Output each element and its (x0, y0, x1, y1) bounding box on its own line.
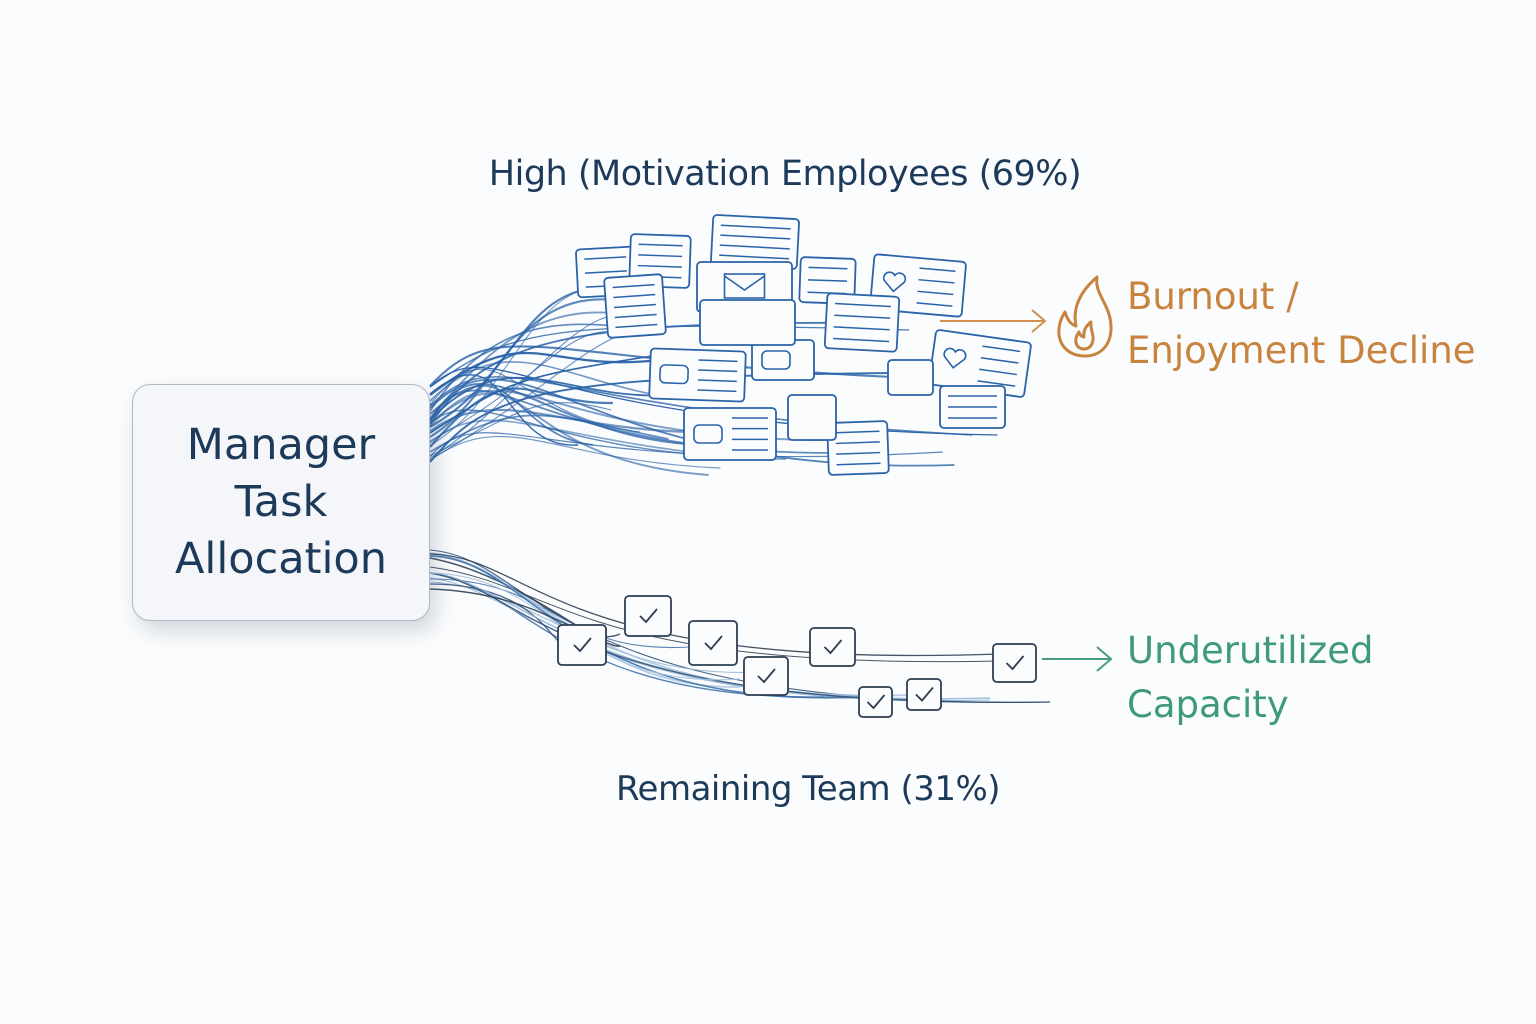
task-flow-line (429, 392, 709, 476)
task-card (683, 407, 777, 461)
underutilized-outcome-label: Underutilized Capacity (1127, 624, 1373, 732)
checkbox-cluster (557, 595, 1037, 718)
envelope-icon (723, 273, 766, 299)
task-flow-line (429, 384, 594, 446)
task-card (826, 420, 890, 476)
task-card (699, 299, 796, 346)
task-flow-line (429, 578, 691, 649)
task-flow-line (429, 331, 627, 461)
task-flow-line (429, 331, 612, 442)
checkbox-icon (858, 686, 893, 718)
manager-box-line: Manager (186, 420, 376, 470)
task-flow-lines-high (429, 285, 998, 476)
underutilized-line: Underutilized (1127, 629, 1374, 672)
manager-box-line: Allocation (175, 534, 387, 584)
task-flow-line (429, 376, 672, 421)
flame-icon (1057, 275, 1113, 358)
task-card (603, 273, 667, 339)
task-flow-line (429, 314, 620, 459)
task-flow-line (429, 361, 657, 402)
task-flow-line (429, 285, 601, 428)
task-flow-line (429, 387, 613, 448)
task-card (648, 347, 747, 403)
task-card (939, 385, 1006, 429)
burnout-arrow (940, 309, 1047, 333)
manager-task-allocation-box: Manager Task Allocation (132, 384, 430, 621)
task-flow-lines-remaining (429, 549, 1051, 704)
task-flow-line (429, 419, 761, 460)
checkbox-icon (992, 643, 1037, 683)
heart-icon (882, 271, 907, 293)
task-card (787, 394, 837, 441)
task-flow-line (429, 351, 668, 396)
checkbox-icon (688, 620, 738, 666)
burnout-outcome-label: Burnout / Enjoyment Decline (1127, 270, 1476, 378)
checkbox-icon (557, 624, 607, 666)
task-card (710, 214, 800, 270)
underutilized-line: Capacity (1127, 683, 1289, 726)
task-card (928, 329, 1032, 398)
task-flow-line (429, 572, 1051, 704)
high-motivation-label: High (Motivation Employees (69%) (488, 154, 1082, 194)
task-card (823, 292, 901, 353)
task-card-cluster (575, 214, 1032, 476)
task-flow-line (429, 557, 621, 647)
checkbox-icon (809, 627, 856, 667)
checkbox-icon (624, 595, 672, 637)
task-flow-line (429, 435, 721, 469)
task-flow-line (429, 298, 617, 438)
arrow-right-icon (1042, 646, 1113, 672)
checkbox-icon (743, 656, 789, 696)
task-card (751, 339, 815, 381)
task-flow-line (429, 323, 632, 412)
checkbox-icon (906, 678, 942, 711)
burnout-line: Burnout / (1127, 275, 1299, 318)
task-card (887, 359, 934, 396)
manager-box-line: Task (234, 477, 328, 527)
burnout-line: Enjoyment Decline (1127, 329, 1476, 372)
heart-icon (943, 347, 967, 369)
remaining-team-label: Remaining Team (31%) (615, 769, 1001, 809)
task-flow-line (429, 414, 669, 453)
task-flow-line (429, 378, 955, 467)
